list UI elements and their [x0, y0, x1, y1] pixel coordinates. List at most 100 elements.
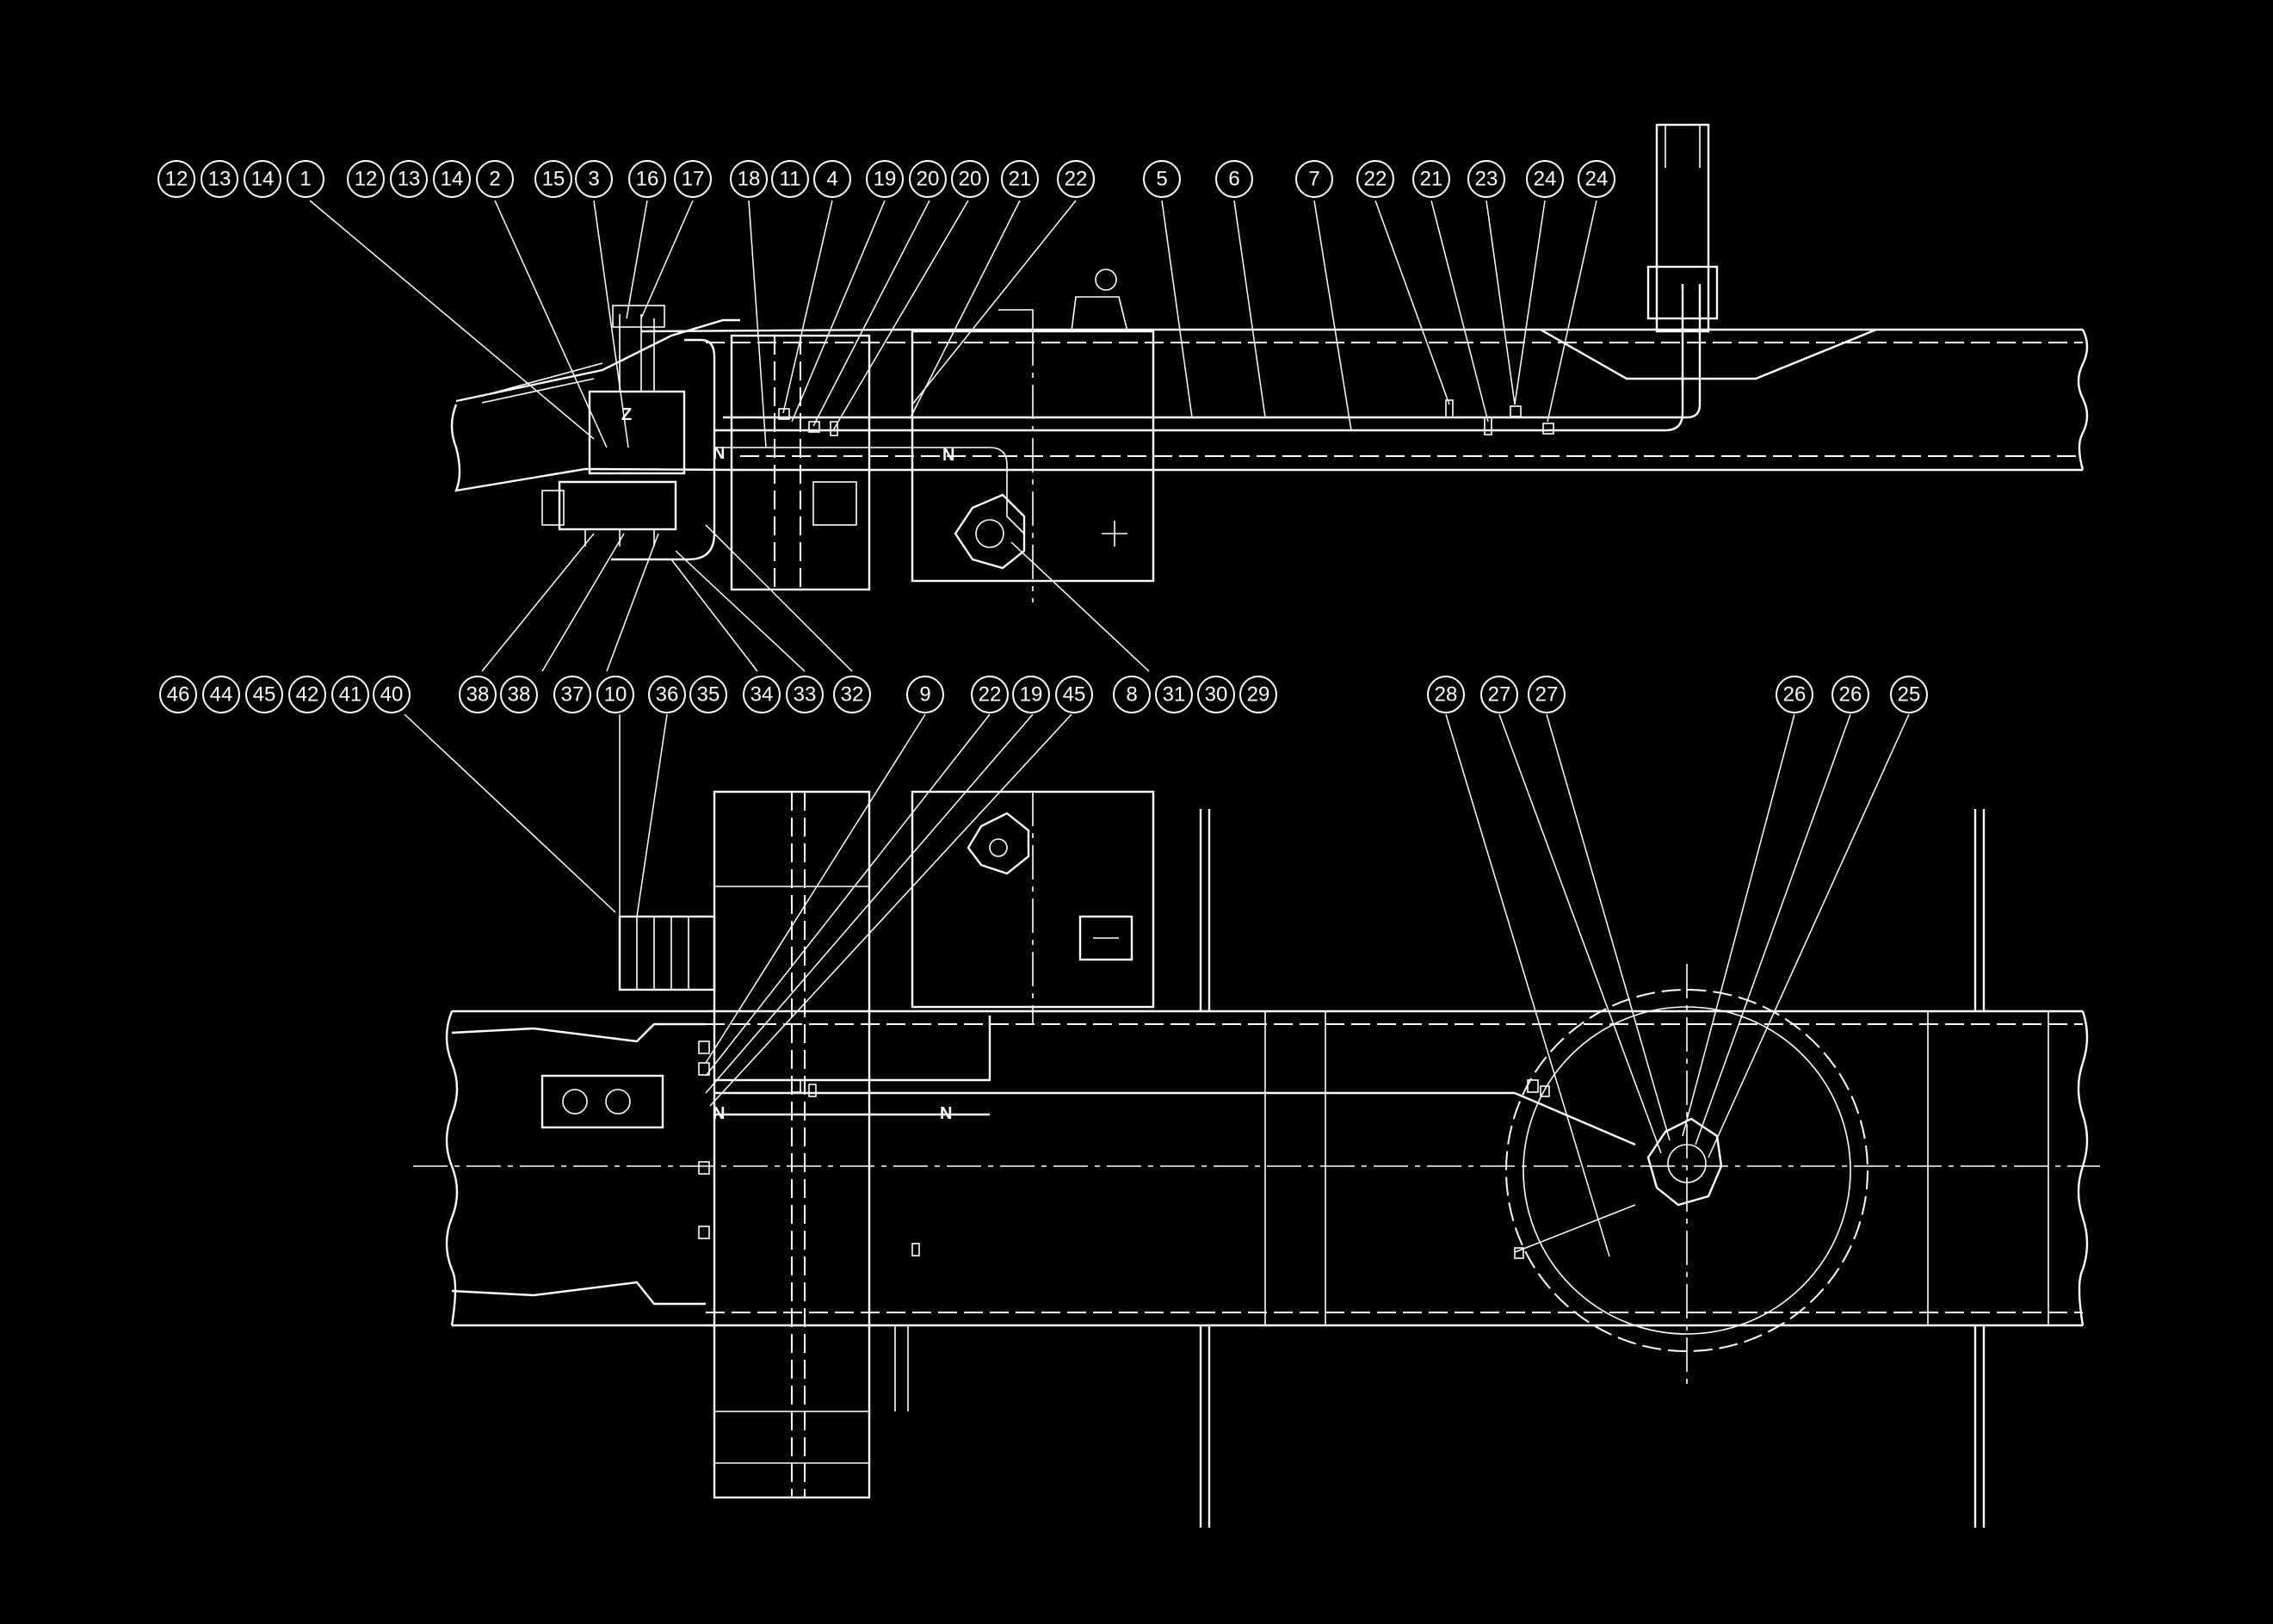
- svg-text:29: 29: [1247, 683, 1270, 707]
- plan-bracket-1: [1199, 809, 1211, 1528]
- callout-30: 30: [1197, 676, 1235, 713]
- leader-lines-upper: [309, 200, 1597, 672]
- side-elevation-view: Z N N: [450, 123, 2089, 602]
- break-line-right: [2077, 329, 2089, 471]
- valve-top: [612, 305, 665, 328]
- svg-text:12: 12: [165, 168, 188, 191]
- callout-38b: 38: [500, 676, 538, 713]
- mark-n-upper-2: N: [942, 446, 954, 465]
- callout-34: 34: [743, 676, 781, 713]
- plan-section-lines: [1264, 1011, 2049, 1325]
- svg-text:19: 19: [874, 168, 897, 191]
- plan-cab-taper: [451, 1022, 706, 1306]
- svg-text:34: 34: [750, 683, 774, 707]
- mark-n-upper-1: N: [713, 444, 725, 463]
- svg-text:13: 13: [398, 168, 421, 191]
- plan-valve-spools: [636, 917, 689, 990]
- plan-cross-member-bars: [714, 886, 869, 1464]
- svg-text:23: 23: [1475, 168, 1498, 191]
- callout-22b: 22: [1356, 160, 1394, 198]
- callout-3: 3: [575, 160, 613, 198]
- callout-7: 7: [1295, 160, 1333, 198]
- callout-37: 37: [553, 676, 591, 713]
- hydraulic-line-lower: [714, 447, 1025, 534]
- tank-crosshair: [1102, 521, 1127, 546]
- svg-text:37: 37: [561, 683, 584, 707]
- plan-pump-port-2: [605, 1089, 631, 1115]
- svg-text:21: 21: [1420, 168, 1443, 191]
- svg-text:40: 40: [380, 683, 404, 707]
- svg-text:41: 41: [339, 683, 362, 707]
- plan-bracket-3: [894, 1325, 909, 1411]
- callout-33: 33: [786, 676, 824, 713]
- svg-text:15: 15: [542, 168, 565, 191]
- bracket-small: [812, 481, 857, 526]
- svg-text:45: 45: [1063, 683, 1086, 707]
- cab-section-outline: [450, 318, 741, 492]
- callout-38a: 38: [459, 676, 497, 713]
- svg-text:36: 36: [656, 683, 679, 707]
- cab-section-line: [481, 362, 603, 404]
- callout-36: 36: [648, 676, 686, 713]
- plan-hydraulic-line-4: [1514, 1091, 1636, 1146]
- svg-text:16: 16: [636, 168, 659, 191]
- callout-10: 10: [596, 676, 634, 713]
- filter-cap: [1665, 125, 1701, 168]
- cross-member-dash: [774, 336, 801, 594]
- svg-text:22: 22: [1364, 168, 1387, 191]
- line-fittings: [778, 399, 1554, 436]
- svg-text:12: 12: [355, 168, 378, 191]
- callout-21a: 21: [1001, 160, 1039, 198]
- callout-18: 18: [730, 160, 768, 198]
- callout-28: 28: [1427, 676, 1465, 713]
- callout-9: 9: [906, 676, 944, 713]
- callouts-top-row: 12 13 14 1 12 13 14 2 15 3 16 17 18 11 4…: [158, 160, 1615, 198]
- svg-text:19: 19: [1020, 683, 1043, 707]
- callout-42: 42: [288, 676, 326, 713]
- callout-24b: 24: [1578, 160, 1615, 198]
- svg-text:9: 9: [919, 683, 930, 707]
- callout-40: 40: [373, 676, 411, 713]
- tank-fitting: [998, 309, 1034, 331]
- svg-text:26: 26: [1783, 683, 1807, 707]
- plan-break-right: [2077, 1010, 2089, 1326]
- plan-bracket-2: [1973, 809, 1986, 1528]
- svg-text:7: 7: [1308, 168, 1319, 191]
- svg-text:24: 24: [1534, 168, 1557, 191]
- callouts-middle-row: 46 44 45 42 41 40 38 38 37 10 36 35 34 3…: [159, 676, 1928, 713]
- rear-frame-slant: [1540, 328, 1877, 380]
- svg-text:44: 44: [210, 683, 233, 707]
- callout-1: 1: [287, 160, 324, 198]
- pump-flange: [541, 490, 565, 526]
- callout-19b: 19: [1012, 676, 1050, 713]
- hydraulic-line-main: [723, 284, 1702, 419]
- svg-text:30: 30: [1205, 683, 1228, 707]
- callout-17: 17: [674, 160, 712, 198]
- svg-text:32: 32: [841, 683, 864, 707]
- svg-text:3: 3: [588, 168, 599, 191]
- frame-rail-top-edge: [640, 328, 2083, 333]
- valve-body: [588, 390, 686, 475]
- callout-31: 31: [1155, 676, 1193, 713]
- callout-23: 23: [1467, 160, 1505, 198]
- svg-text:21: 21: [1009, 168, 1032, 191]
- svg-text:2: 2: [489, 168, 500, 191]
- callout-19: 19: [866, 160, 904, 198]
- pump-ports: [584, 529, 655, 546]
- plan-pump-port-1: [562, 1089, 588, 1115]
- svg-text:27: 27: [1488, 683, 1511, 707]
- plan-break-left: [445, 1010, 459, 1326]
- callout-20a: 20: [909, 160, 947, 198]
- svg-text:22: 22: [979, 683, 1002, 707]
- callout-14b: 14: [433, 160, 471, 198]
- plan-cross-member-dash: [791, 792, 806, 1497]
- callout-46: 46: [159, 676, 197, 713]
- tank-breather: [1095, 269, 1117, 291]
- swivel-joint-plan: [1646, 1117, 1723, 1207]
- callout-11: 11: [771, 160, 809, 198]
- svg-text:20: 20: [959, 168, 982, 191]
- svg-text:13: 13: [208, 168, 232, 191]
- svg-text:14: 14: [251, 168, 275, 191]
- svg-text:14: 14: [441, 168, 464, 191]
